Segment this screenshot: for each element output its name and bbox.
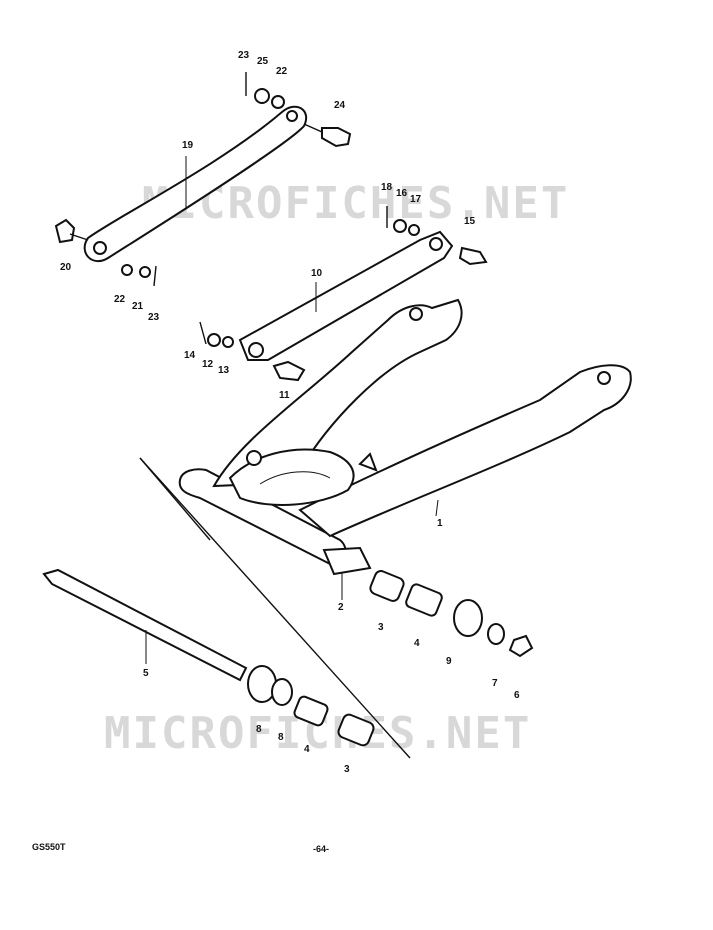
part-labels: 1 2 3 3 4 4 5 6 7 8 8 9 10 11 12 13 14 1…: [60, 50, 520, 775]
spacer-2: [322, 546, 372, 576]
torque-link: [83, 105, 307, 263]
model-code: GS550T: [32, 842, 66, 852]
label-8-right: 8: [278, 732, 284, 743]
label-11: 11: [279, 390, 290, 401]
label-10: 10: [311, 268, 323, 279]
bolt-24: [303, 123, 352, 148]
label-5: 5: [143, 668, 149, 679]
label-19: 19: [182, 140, 194, 151]
label-22-left: 22: [114, 294, 126, 305]
label-21: 21: [132, 301, 144, 312]
label-15: 15: [464, 216, 476, 227]
label-1: 1: [437, 518, 443, 529]
bushing-lower-set: [247, 665, 375, 747]
bolt-15: [458, 246, 488, 266]
label-25: 25: [257, 56, 269, 67]
label-13: 13: [218, 365, 230, 376]
label-18: 18: [381, 182, 393, 193]
assembly-bracket: [139, 457, 411, 759]
label-4-upper: 4: [414, 638, 420, 649]
bushing-upper-set: [369, 570, 534, 658]
bolt-11: [272, 360, 306, 382]
label-24: 24: [334, 100, 346, 111]
label-23-top: 23: [238, 50, 250, 61]
leader-lines: [145, 156, 439, 664]
label-23-left: 23: [148, 312, 160, 323]
hardware-mid-stack: [386, 206, 420, 236]
label-9: 9: [446, 656, 452, 667]
label-12: 12: [202, 359, 214, 370]
label-22-top: 22: [276, 66, 288, 77]
hardware-left-stack: [121, 264, 157, 287]
label-14: 14: [184, 350, 196, 361]
hardware-top-stack: [245, 72, 285, 109]
page-number: -64-: [313, 844, 329, 854]
swing-arm: [178, 298, 632, 568]
label-17: 17: [410, 194, 422, 205]
label-2: 2: [338, 602, 344, 613]
label-7: 7: [492, 678, 498, 689]
hardware-lower-stack: [199, 321, 234, 348]
label-3-upper: 3: [378, 622, 384, 633]
rear-arm-rod: [238, 230, 454, 361]
label-4-lower: 4: [304, 744, 310, 755]
label-16: 16: [396, 188, 408, 199]
pivot-shaft: [42, 568, 248, 682]
label-8-left: 8: [256, 724, 262, 735]
bolt-20: [54, 218, 89, 244]
label-6: 6: [514, 690, 520, 701]
label-3-lower: 3: [344, 764, 350, 775]
label-20: 20: [60, 262, 72, 273]
